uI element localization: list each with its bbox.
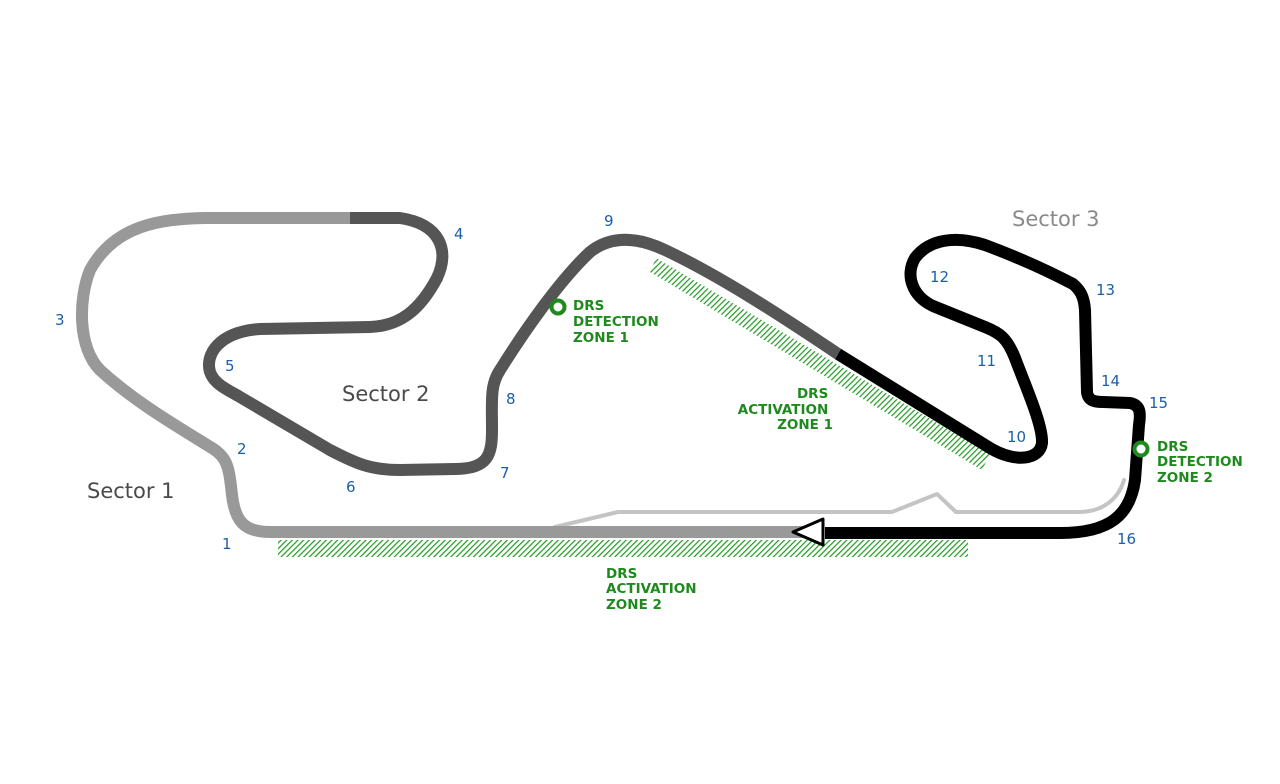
start-finish-arrow-icon	[791, 517, 825, 547]
sector-2-label: Sector 2	[342, 382, 430, 406]
turn-number-7: 7	[500, 464, 510, 482]
drs-activation-zone-2-line-2: ACTIVATION	[606, 581, 697, 597]
drs-activation-zone-1-line-1: DRS	[797, 386, 828, 402]
turn-number-8: 8	[506, 390, 516, 408]
pit-lane	[553, 478, 1126, 529]
drs-detection-marker-2	[1132, 440, 1150, 458]
drs-detection-zone-2-line-1: DRS	[1157, 439, 1188, 455]
turn-number-10: 10	[1007, 428, 1026, 446]
sector-1-label: Sector 1	[87, 479, 175, 503]
drs-detection-zone-2-line-3: ZONE 2	[1157, 470, 1213, 486]
sector-3-label: Sector 3	[1012, 207, 1100, 231]
sector-3-track	[825, 233, 1146, 539]
drs-activation-zone-2-line-3: ZONE 2	[606, 597, 662, 613]
turn-number-16: 16	[1117, 530, 1136, 548]
drs-activation-zone-2-line-1: DRS	[606, 566, 637, 582]
turn-number-5: 5	[225, 357, 235, 375]
sector-2-track	[203, 212, 842, 476]
drs-activation-zone-1-line-3: ZONE 1	[777, 417, 833, 433]
turn-numbers: 1 2 3 4 5 6 7 8 9 10 11 12 13 14 15 16	[55, 212, 1168, 553]
drs-detection-zone-1-line-1: DRS	[573, 298, 604, 314]
turn-number-11: 11	[977, 352, 996, 370]
drs-activation-zone-1-label: DRS ACTIVATION ZONE 1	[738, 386, 833, 433]
sector-1-track	[76, 212, 805, 538]
turn-number-14: 14	[1101, 372, 1120, 390]
drs-activation-zone-2-band	[278, 540, 968, 557]
drs-detection-zone-1-label: DRS DETECTION ZONE 1	[573, 298, 663, 346]
turn-number-3: 3	[55, 311, 65, 329]
turn-number-6: 6	[346, 478, 356, 496]
drs-detection-zone-2-line-2: DETECTION	[1157, 454, 1243, 470]
drs-detection-zone-1-line-3: ZONE 1	[573, 330, 629, 346]
drs-activation-zone-1-line-2: ACTIVATION	[738, 402, 829, 418]
turn-number-9: 9	[604, 212, 614, 230]
turn-number-1: 1	[222, 535, 232, 553]
turn-number-4: 4	[454, 225, 464, 243]
turn-number-15: 15	[1149, 394, 1168, 412]
turn-number-13: 13	[1096, 281, 1115, 299]
drs-detection-zone-2-label: DRS DETECTION ZONE 2	[1157, 439, 1247, 486]
drs-activation-zone-2-label: DRS ACTIVATION ZONE 2	[606, 566, 701, 613]
turn-number-2: 2	[237, 440, 247, 458]
drs-activation-zone-1-band	[650, 258, 990, 470]
drs-detection-marker-1	[549, 298, 567, 316]
drs-detection-zone-1-line-2: DETECTION	[573, 314, 659, 330]
turn-number-12: 12	[930, 268, 949, 286]
